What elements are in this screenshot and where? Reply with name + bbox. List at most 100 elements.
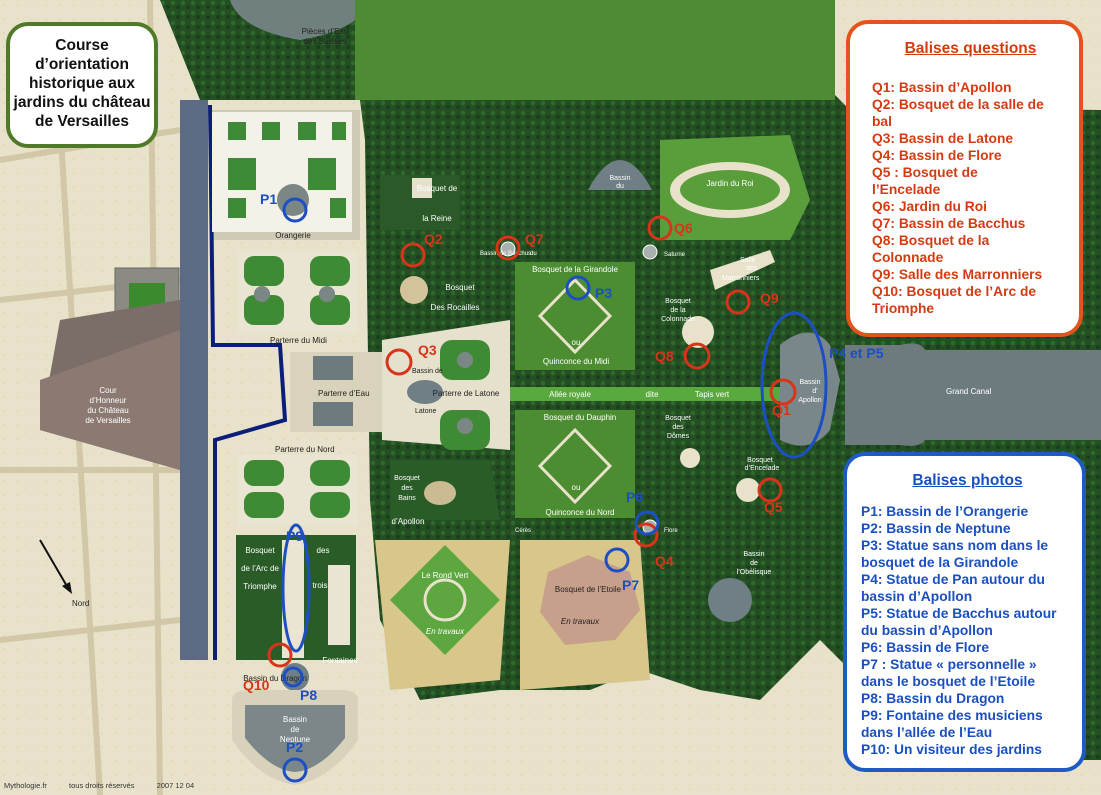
title-line-5: de Versailles xyxy=(35,113,129,130)
title-box: Course d’orientation historique aux jard… xyxy=(6,22,158,148)
p1-label: P1 xyxy=(260,191,277,207)
cour-honneur-label-4: de Versailles xyxy=(85,416,130,425)
q10-marker xyxy=(267,642,293,668)
parterre-latone-label: Parterre de Latone xyxy=(433,389,500,398)
saturne-label: Saturne xyxy=(664,252,686,258)
ceres-label: Cérès xyxy=(515,528,531,534)
photo-item: bassin d’Apollon xyxy=(861,589,973,604)
parterre-eau-label: Parterre d’Eau xyxy=(318,389,370,398)
photo-item: P7 : Statue « personnelle » xyxy=(861,657,1037,672)
pieces-eau-label-2: des Suisses xyxy=(303,37,346,46)
svg-text:Triomphe: Triomphe xyxy=(243,582,277,591)
q6-label: Q6 xyxy=(674,220,693,236)
p1-marker xyxy=(282,197,308,223)
trois-fontaines-label-1: des xyxy=(317,546,330,555)
p2-label: P2 xyxy=(286,739,303,755)
question-item: Colonnade xyxy=(872,250,944,265)
question-item: Q7: Bassin de Bacchus xyxy=(872,216,1026,231)
cour-honneur-label-1: Cour xyxy=(99,386,117,395)
ou-label-2: ou xyxy=(572,483,581,492)
bosquet-reine-label-2: la Reine xyxy=(422,214,452,223)
rond-vert-label: Le Rond Vert xyxy=(422,571,469,580)
grand-canal-label: Grand Canal xyxy=(946,387,992,396)
bosquet-domes-label-2: des xyxy=(672,424,684,431)
q9-label: Q9 xyxy=(760,290,779,306)
photo-item: P10: Un visiteur des jardins xyxy=(861,742,1042,757)
svg-text:Bosquet: Bosquet xyxy=(245,546,275,555)
bosquet-rocailles-label-1: Bosquet xyxy=(445,283,475,292)
bosquet-bains-label-2: des xyxy=(401,485,413,492)
bosquet-colonnade-label-2: de la xyxy=(670,307,685,314)
cour-honneur-label-3: du Château xyxy=(87,406,128,415)
bosquet-domes-label-1: Bosquet xyxy=(665,415,691,422)
p6-marker xyxy=(634,510,660,536)
question-item: Q6: Jardin du Roi xyxy=(872,199,987,214)
bassin-bacchus-label: Bassin de Bacchus xyxy=(480,251,531,257)
photo-item: P4: Statue de Pan autour du xyxy=(861,572,1045,587)
q5-label: Q5 xyxy=(764,499,783,515)
bosquet-arc-label-1: Bosquet xyxy=(245,546,275,555)
photos-legend: Balises photos P1: Bassin de l’Orangerie… xyxy=(843,452,1086,772)
bassin-apollon-label-3: Apollon xyxy=(798,397,821,404)
question-item: Triomphe xyxy=(872,301,935,316)
photo-item: dans l’allée de l’Eau xyxy=(861,725,993,740)
jardin-roi-label: Jardin du Roi xyxy=(706,179,753,188)
p7-label: P7 xyxy=(622,577,639,593)
question-item: Q10: Bosquet de l’Arc de xyxy=(872,284,1037,299)
bosquet-colonnade-label-1: Bosquet xyxy=(665,298,691,305)
photo-item: du bassin d’Apollon xyxy=(861,623,993,638)
p4p5-marker xyxy=(760,311,828,459)
question-item: l’Encelade xyxy=(872,182,941,197)
footer-rights: tous droits réservés xyxy=(69,781,135,790)
q8-marker xyxy=(683,342,711,370)
bassin-obelisque-label-3: l’Obélisque xyxy=(737,569,772,576)
bosquet-rocailles-label-2: Des Rocailles xyxy=(431,303,480,312)
q9-marker xyxy=(725,289,751,315)
photo-item: dans le bosquet de l’Etoile xyxy=(861,674,1036,689)
q4-label: Q4 xyxy=(655,553,674,569)
bassin-apollon-label-2: d’ xyxy=(812,388,818,395)
en-travaux-label-1: En travaux xyxy=(426,627,465,636)
salle-marronniers-label-2: des xyxy=(746,265,758,272)
q10-label: Q10 xyxy=(243,677,270,693)
pieces-eau-label: Pièces d’Eau xyxy=(302,27,349,36)
questions-heading: Balises questions xyxy=(904,40,1037,57)
p8-marker xyxy=(282,666,304,688)
p3-marker xyxy=(565,275,591,301)
parterre-nord-label: Parterre du Nord xyxy=(275,445,335,454)
bosquet-bains-label-4: d’Apollon xyxy=(392,517,425,526)
bassin-miroir-label-2: du xyxy=(616,183,624,190)
q3-label: Q3 xyxy=(418,342,437,358)
bassin-de-label: Bassin de xyxy=(412,368,443,375)
allee-royale-label: Allée royale xyxy=(549,390,591,399)
q2-marker xyxy=(400,242,426,268)
bassin-dragon-label: Bassin du Dragon xyxy=(243,674,307,683)
bosquet-encelade-label-1: Bosquet xyxy=(747,457,773,464)
ou-label-1: ou xyxy=(572,338,581,347)
bosquet-bains-label-1: Bosquet xyxy=(394,475,420,482)
bosquet-colonnade-label-3: Colonnade xyxy=(661,316,695,323)
bassin-obelisque-label-2: de xyxy=(750,560,758,567)
nord-label: Nord xyxy=(72,599,89,608)
footer-date: 2007 12 04 xyxy=(156,781,195,790)
photo-item: P2: Bassin de Neptune xyxy=(861,521,1011,536)
photo-item: P5: Statue de Bacchus autour xyxy=(861,606,1057,621)
title-line-2: d’orientation xyxy=(35,56,129,73)
question-item: Q3: Bassin de Latone xyxy=(872,131,1014,146)
p9-marker xyxy=(281,523,311,653)
p2-marker xyxy=(282,757,308,783)
quinconce-midi-label: Quinconce du Midi xyxy=(543,357,609,366)
bosquet-reine-label-1: Bosquet de xyxy=(417,184,458,193)
flore-label: Flore xyxy=(664,528,678,534)
bosquet-arc-label-3: Triomphe xyxy=(243,582,277,591)
bassin-neptune-label-2: de xyxy=(291,725,300,734)
cour-honneur-label-2: d’Honneur xyxy=(90,396,127,405)
salle-marronniers-label-3: Marronniers xyxy=(722,275,760,282)
question-item: Q4: Bassin de Flore xyxy=(872,148,1002,163)
question-item: Q9: Salle des Marronniers xyxy=(872,267,1043,282)
bassin-miroir-label-1: Bassin xyxy=(609,175,630,182)
photo-item: P8: Bassin du Dragon xyxy=(861,691,1005,706)
bosquet-domes-label-3: Dômes xyxy=(667,433,690,440)
p9-label: P9 xyxy=(286,528,303,544)
photo-item: P3: Statue sans nom dans le xyxy=(861,538,1049,553)
